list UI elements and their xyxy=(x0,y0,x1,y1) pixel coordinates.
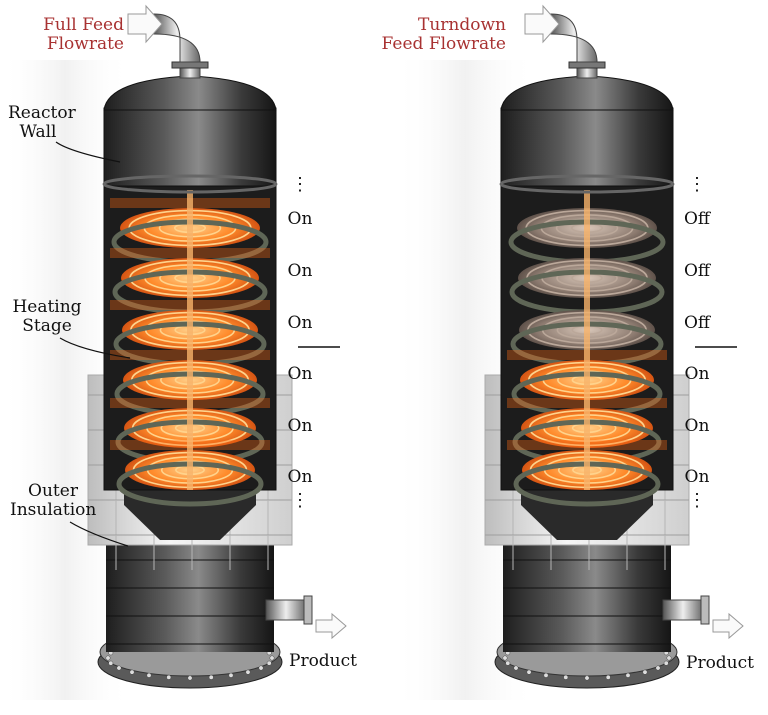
bolt xyxy=(663,660,669,666)
leader-line-wall xyxy=(55,141,121,163)
bolt xyxy=(266,660,272,666)
bolt xyxy=(228,672,234,678)
bolt xyxy=(129,669,135,675)
outer-insulation-line1: Outer xyxy=(28,481,78,501)
stage-state-full-3: On xyxy=(287,313,313,333)
bolt xyxy=(625,672,631,678)
bolt xyxy=(245,669,251,675)
stage-state-full-2: On xyxy=(287,261,313,281)
upper-band xyxy=(500,107,674,187)
bolt xyxy=(513,665,519,671)
reactor-full-feed xyxy=(55,4,347,689)
reactor-turndown xyxy=(484,4,744,689)
stage-state-full-5: On xyxy=(287,416,313,436)
bolt xyxy=(187,675,193,681)
stage-state-full-4: On xyxy=(287,364,313,384)
product-arrow xyxy=(712,612,744,640)
stage-state-turndown-4: On xyxy=(684,364,710,384)
inlet-flange xyxy=(568,61,606,69)
upper-band-edge xyxy=(102,174,278,194)
stage-state-turndown-5: On xyxy=(684,416,710,436)
bolt xyxy=(642,669,648,675)
bolt xyxy=(543,672,549,678)
ellipsis-top-turndown: ⋮ xyxy=(688,174,706,195)
central-shaft xyxy=(187,190,193,490)
stage-state-full-6: On xyxy=(287,467,313,487)
bolt xyxy=(146,672,152,678)
reactor-wall-line2: Wall xyxy=(19,122,57,142)
stage-state-full-1: On xyxy=(287,209,313,229)
feed-label-line2: Feed Flowrate xyxy=(381,34,506,54)
reactor-wall-line1: Reactor xyxy=(8,103,76,123)
bolt xyxy=(269,655,275,661)
leader-line-heating xyxy=(59,337,131,359)
feed-label-full: Full Feed Flowrate xyxy=(14,16,124,54)
product-label-full: Product xyxy=(289,651,357,671)
feed-arrow xyxy=(524,4,560,44)
product-arrow xyxy=(315,612,347,640)
feed-label-turndown: Turndown Feed Flowrate xyxy=(370,16,506,54)
heating-stage-line2: Stage xyxy=(22,316,72,336)
lower-shell xyxy=(106,540,274,652)
bolt xyxy=(258,665,264,671)
bolt xyxy=(116,665,122,671)
reactor-wall-label: Reactor Wall xyxy=(8,103,76,142)
bolt xyxy=(105,655,111,661)
lower-shell xyxy=(503,540,671,652)
stage-state-turndown-1: Off xyxy=(683,209,710,229)
bolt xyxy=(666,655,672,661)
outlet-flange xyxy=(303,595,313,625)
stage-state-turndown-2: Off xyxy=(683,261,710,281)
stage-state-turndown-6: On xyxy=(684,467,710,487)
stage-state-turndown-3: Off xyxy=(683,313,710,333)
bolt xyxy=(166,674,172,680)
inlet-elbow xyxy=(550,13,598,63)
feed-label-line1: Turndown xyxy=(418,15,506,35)
outlet-flange xyxy=(700,595,710,625)
bolt xyxy=(563,674,569,680)
outer-insulation-line2: Insulation xyxy=(10,500,97,520)
upper-band-edge xyxy=(499,174,675,194)
bolt xyxy=(505,660,511,666)
heating-stage-line1: Heating xyxy=(12,297,82,317)
bolt xyxy=(108,660,114,666)
inlet-flange xyxy=(171,61,209,69)
outlet-pipe xyxy=(662,599,704,621)
bolt xyxy=(502,655,508,661)
product-label-turndown: Product xyxy=(686,653,754,673)
feed-label-line2: Flowrate xyxy=(46,34,124,54)
bolt xyxy=(605,674,611,680)
feed-label-line1: Full Feed xyxy=(43,15,124,35)
bolt xyxy=(584,675,590,681)
heating-stage-label: Heating Stage xyxy=(12,298,82,336)
central-shaft xyxy=(584,190,590,490)
upper-band xyxy=(103,107,277,187)
bolt xyxy=(655,665,661,671)
outer-insulation-label: Outer Insulation xyxy=(10,482,96,520)
leader-line-insulation xyxy=(69,521,129,547)
inlet-elbow xyxy=(153,13,201,63)
ellipsis-bottom-full: ⋮ xyxy=(291,490,309,511)
bolt xyxy=(526,669,532,675)
feed-arrow xyxy=(127,4,163,44)
ellipsis-bottom-turndown: ⋮ xyxy=(688,490,706,511)
ellipsis-top-full: ⋮ xyxy=(291,174,309,195)
bolt xyxy=(208,674,214,680)
outlet-pipe xyxy=(265,599,307,621)
